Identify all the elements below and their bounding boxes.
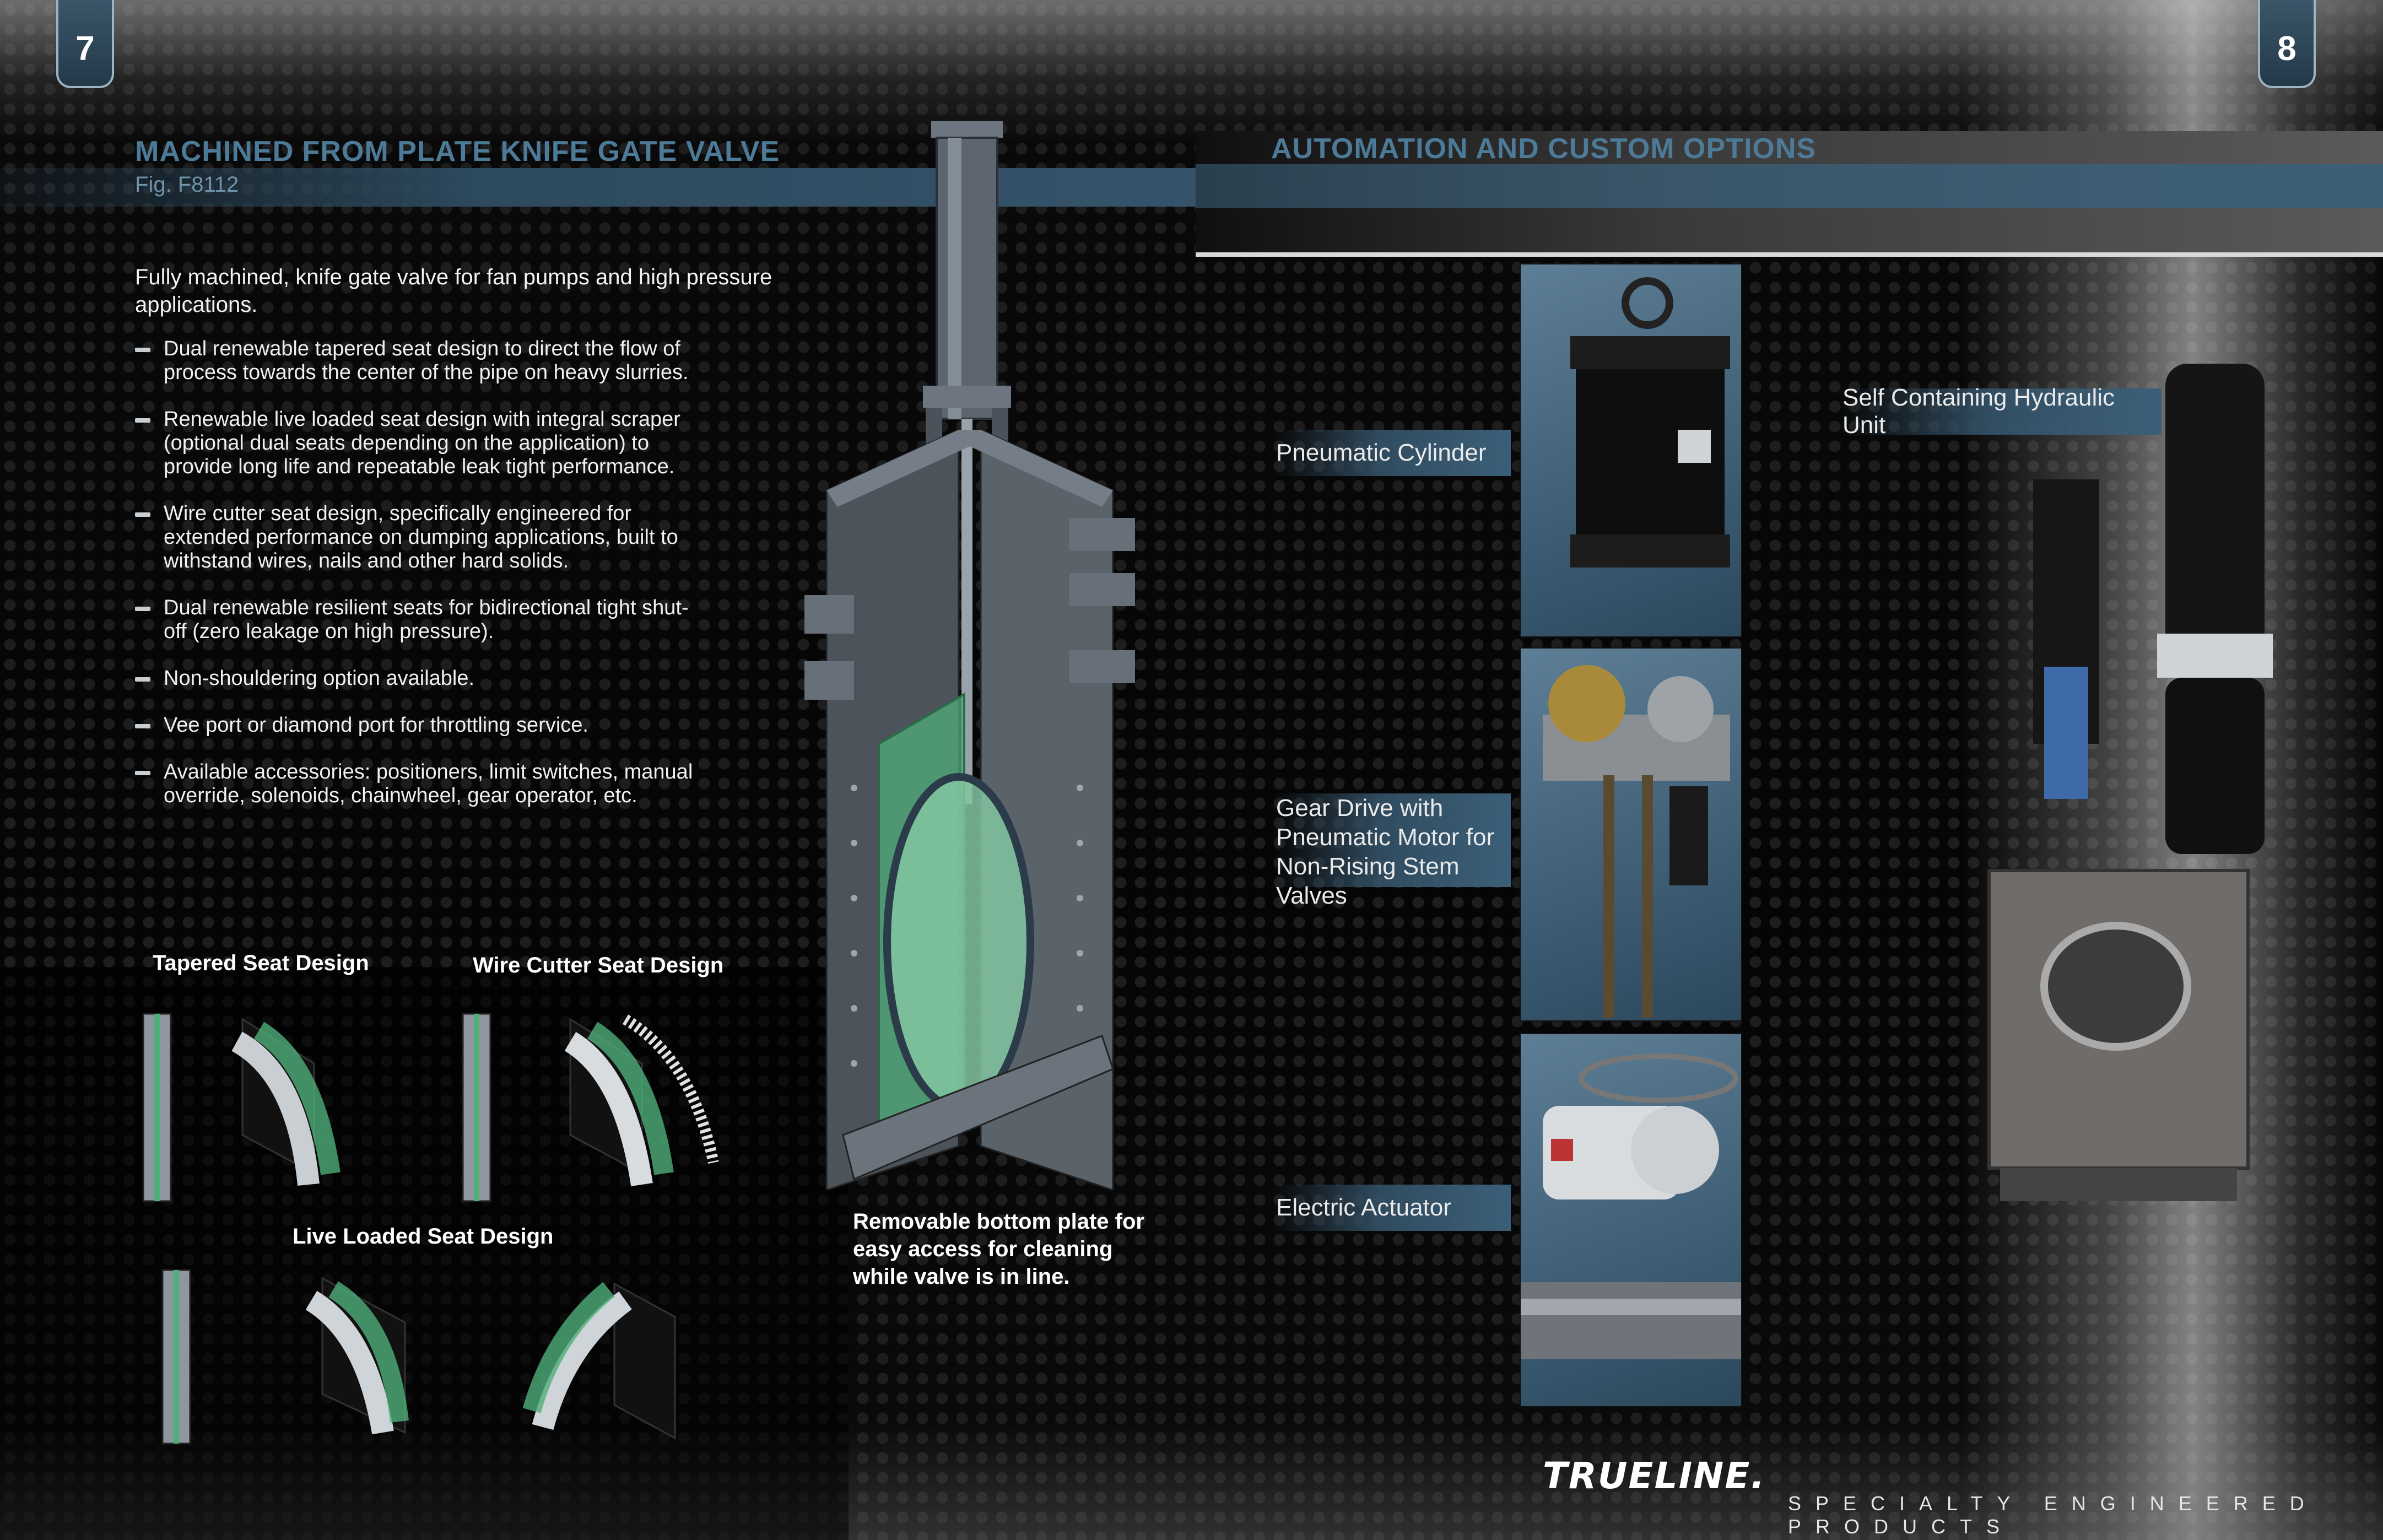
live-loaded-seat-caption: Live Loaded Seat Design	[293, 1224, 554, 1249]
feature-item: Dual renewable resilient seats for bidir…	[135, 596, 697, 644]
tapered-seat-caption: Tapered Seat Design	[153, 951, 369, 975]
left-title-band	[0, 168, 1198, 207]
feature-item: Wire cutter seat design, specifically en…	[135, 502, 697, 573]
bullet-dash-icon	[135, 724, 150, 728]
live-loaded-seat-illustration	[161, 1269, 676, 1445]
hydraulic-unit-label: Self Containing Hydraulic Unit	[1839, 384, 2162, 439]
options-title: AUTOMATION AND CUSTOM OPTIONS	[1271, 133, 1817, 165]
trueline-logo: TRUELINE.	[1543, 1455, 1766, 1497]
figure-number: Fig. F8112	[135, 172, 239, 197]
hydraulic-unit-photo	[1987, 364, 2273, 1201]
lower-left-panel	[0, 967, 849, 1540]
gear-drive-photo	[1520, 647, 1742, 1022]
pneumatic-cylinder-icon	[1570, 277, 1730, 568]
right-title-stripe	[1196, 164, 2383, 208]
feature-item: Non-shouldering option available.	[135, 667, 697, 690]
pneumatic-cylinder-photo	[1520, 263, 1742, 637]
brand-footer: TRUELINE.	[1543, 1455, 1766, 1497]
bullet-dash-icon	[135, 607, 150, 611]
electric-actuator-label: Electric Actuator	[1273, 1185, 1511, 1231]
feature-item: Dual renewable tapered seat design to di…	[135, 337, 697, 385]
knife-gate-valve-illustration	[804, 121, 1135, 1190]
feature-item: Vee port or diamond port for throttling …	[135, 714, 697, 737]
page-number-right: 8	[2258, 0, 2316, 88]
feature-list: Dual renewable tapered seat design to di…	[135, 337, 697, 831]
electric-actuator-icon	[1521, 1053, 1741, 1359]
bottom-plate-caption: Removable bottom plate for easy access f…	[853, 1209, 1144, 1289]
bullet-dash-icon	[135, 677, 150, 682]
brand-tagline: SPECIALTY ENGINEERED PRODUCTS	[1788, 1492, 2319, 1538]
right-title-rule	[1196, 252, 2383, 257]
feature-item: Renewable live loaded seat design with i…	[135, 408, 697, 479]
electric-actuator-photo	[1520, 1033, 1742, 1407]
gear-drive-label: Gear Drive with Pneumatic Motor for Non-…	[1273, 793, 1511, 909]
bullet-dash-icon	[135, 771, 150, 775]
feature-item: Available accessories: positioners, limi…	[135, 760, 697, 808]
page-title: MACHINED FROM PLATE KNIFE GATE VALVE	[135, 136, 780, 167]
intro-text: Fully machined, knife gate valve for fan…	[135, 265, 772, 317]
bullet-dash-icon	[135, 348, 150, 352]
page-number-left: 7	[56, 0, 114, 88]
pneumatic-cylinder-label: Pneumatic Cylinder	[1273, 430, 1511, 476]
wire-cutter-seat-caption: Wire Cutter Seat Design	[473, 953, 724, 977]
wire-cutter-seat-illustration	[462, 1013, 719, 1202]
gear-drive-icon	[1543, 665, 1730, 1018]
bullet-dash-icon	[135, 418, 150, 423]
tapered-seat-illustration	[142, 1013, 341, 1202]
bullet-dash-icon	[135, 512, 150, 517]
